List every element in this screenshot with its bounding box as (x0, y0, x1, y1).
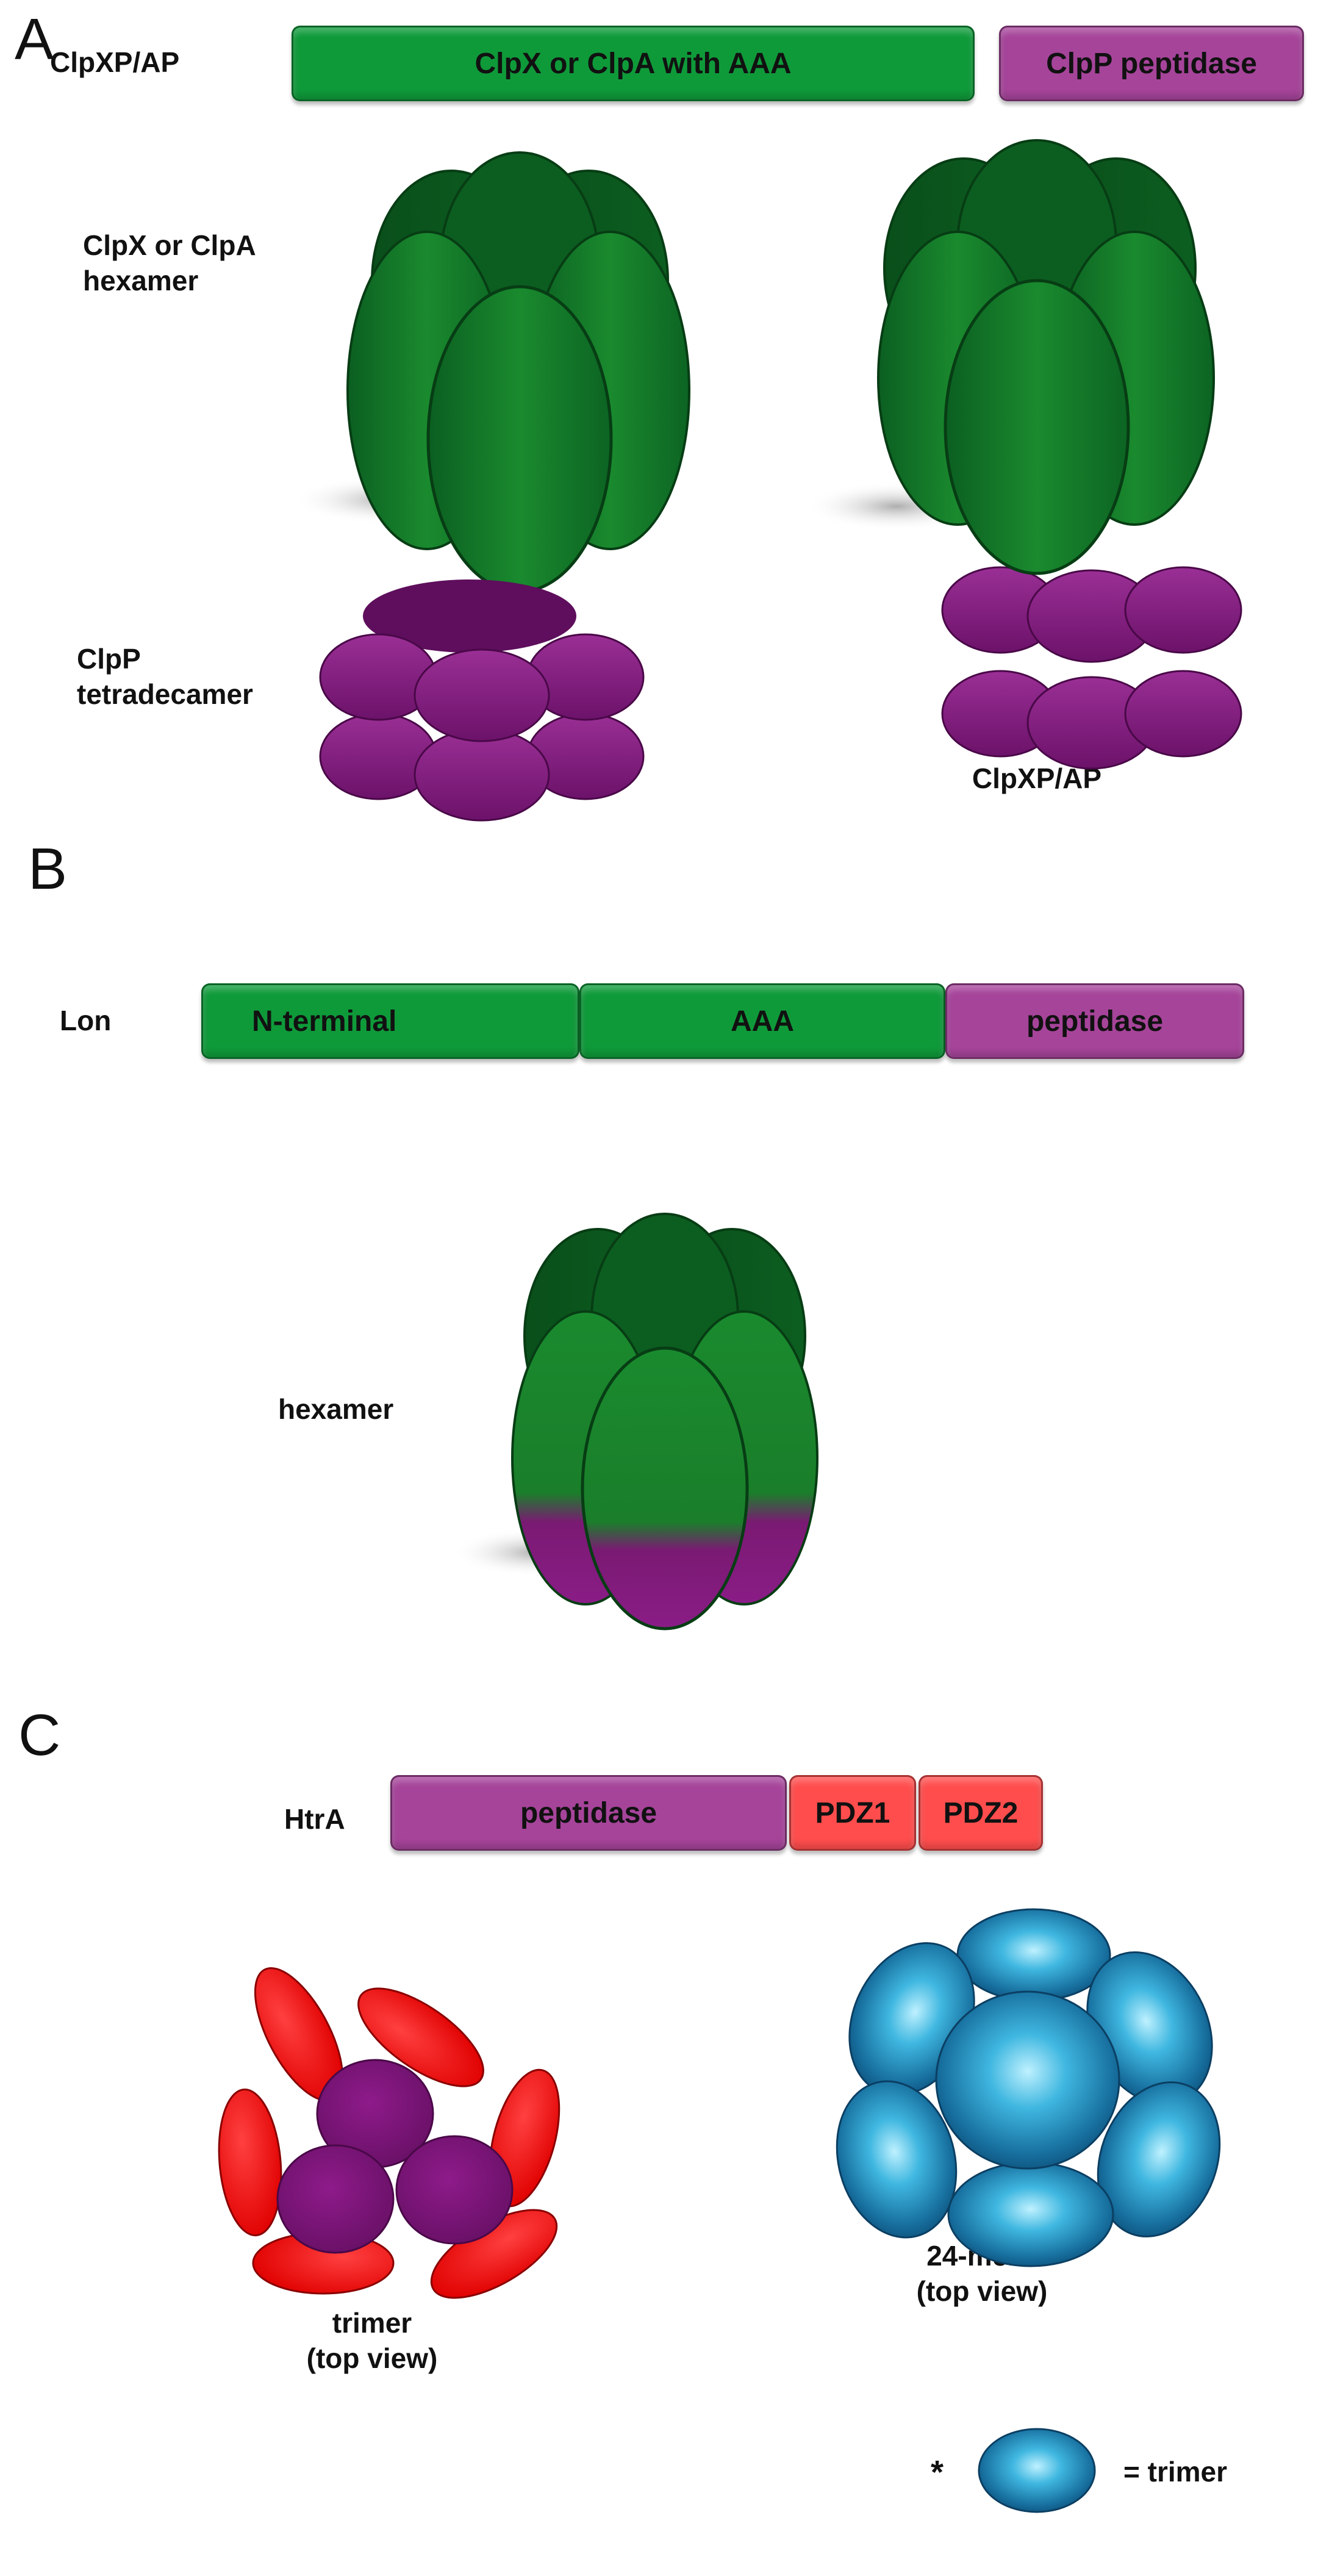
domain-lon-n-terminal: N-terminal (201, 983, 579, 1059)
panel-a-bar-label: ClpXP/AP (50, 46, 180, 78)
legend-star: * (931, 2454, 944, 2491)
legend-text: = trimer (1123, 2456, 1228, 2488)
trimer-label-line2: (top view) (306, 2342, 438, 2374)
clpp-tetradecamer-shape (319, 579, 645, 822)
domain-htra-pdz2: PDZ2 (919, 1775, 1043, 1851)
panel-c-bar-label: HtrA (284, 1803, 345, 1835)
panel-b-bar-label: Lon (60, 1005, 112, 1036)
panel-b-letter: B (28, 836, 68, 902)
clpp-tetradecamer-label-line1: ClpP (77, 643, 141, 675)
domain-lon-peptidase: peptidase (945, 983, 1244, 1059)
clpxp-complex-shape (805, 139, 1242, 770)
domain-htra-peptidase: peptidase (390, 1775, 787, 1851)
domain-clpp-peptidase: ClpP peptidase (999, 26, 1304, 101)
trimer-label: trimer (top view) (268, 2306, 476, 2376)
clpx-hexamer-label-line1: ClpX or ClpA (83, 229, 256, 261)
panel-c-letter: C (18, 1702, 61, 1768)
trimer-label-line1: trimer (332, 2307, 412, 2339)
legend-trimer-icon (978, 2428, 1096, 2513)
domain-clpx-clpa-aaa: ClpX or ClpA with AAA (292, 26, 975, 101)
lon-hexamer-shape (451, 1213, 818, 1631)
htra-24mer-shape (836, 1908, 1221, 2267)
mer24-label-line2: (top view) (916, 2275, 1048, 2307)
lon-hexamer-label: hexamer (278, 1393, 394, 1425)
clpp-tetradecamer-label-line2: tetradecamer (77, 678, 253, 710)
domain-lon-aaa: AAA (579, 983, 945, 1059)
clpx-hexamer-label: ClpX or ClpA hexamer (83, 228, 256, 298)
clpp-tetradecamer-label: ClpP tetradecamer (77, 642, 253, 712)
clpx-hexamer-label-line2: hexamer (83, 264, 199, 296)
domain-htra-pdz1: PDZ1 (789, 1775, 916, 1851)
panel-a-letter: A (15, 7, 54, 72)
clpx-hexamer-shape (293, 151, 690, 594)
htra-trimer-shape (218, 1967, 561, 2299)
